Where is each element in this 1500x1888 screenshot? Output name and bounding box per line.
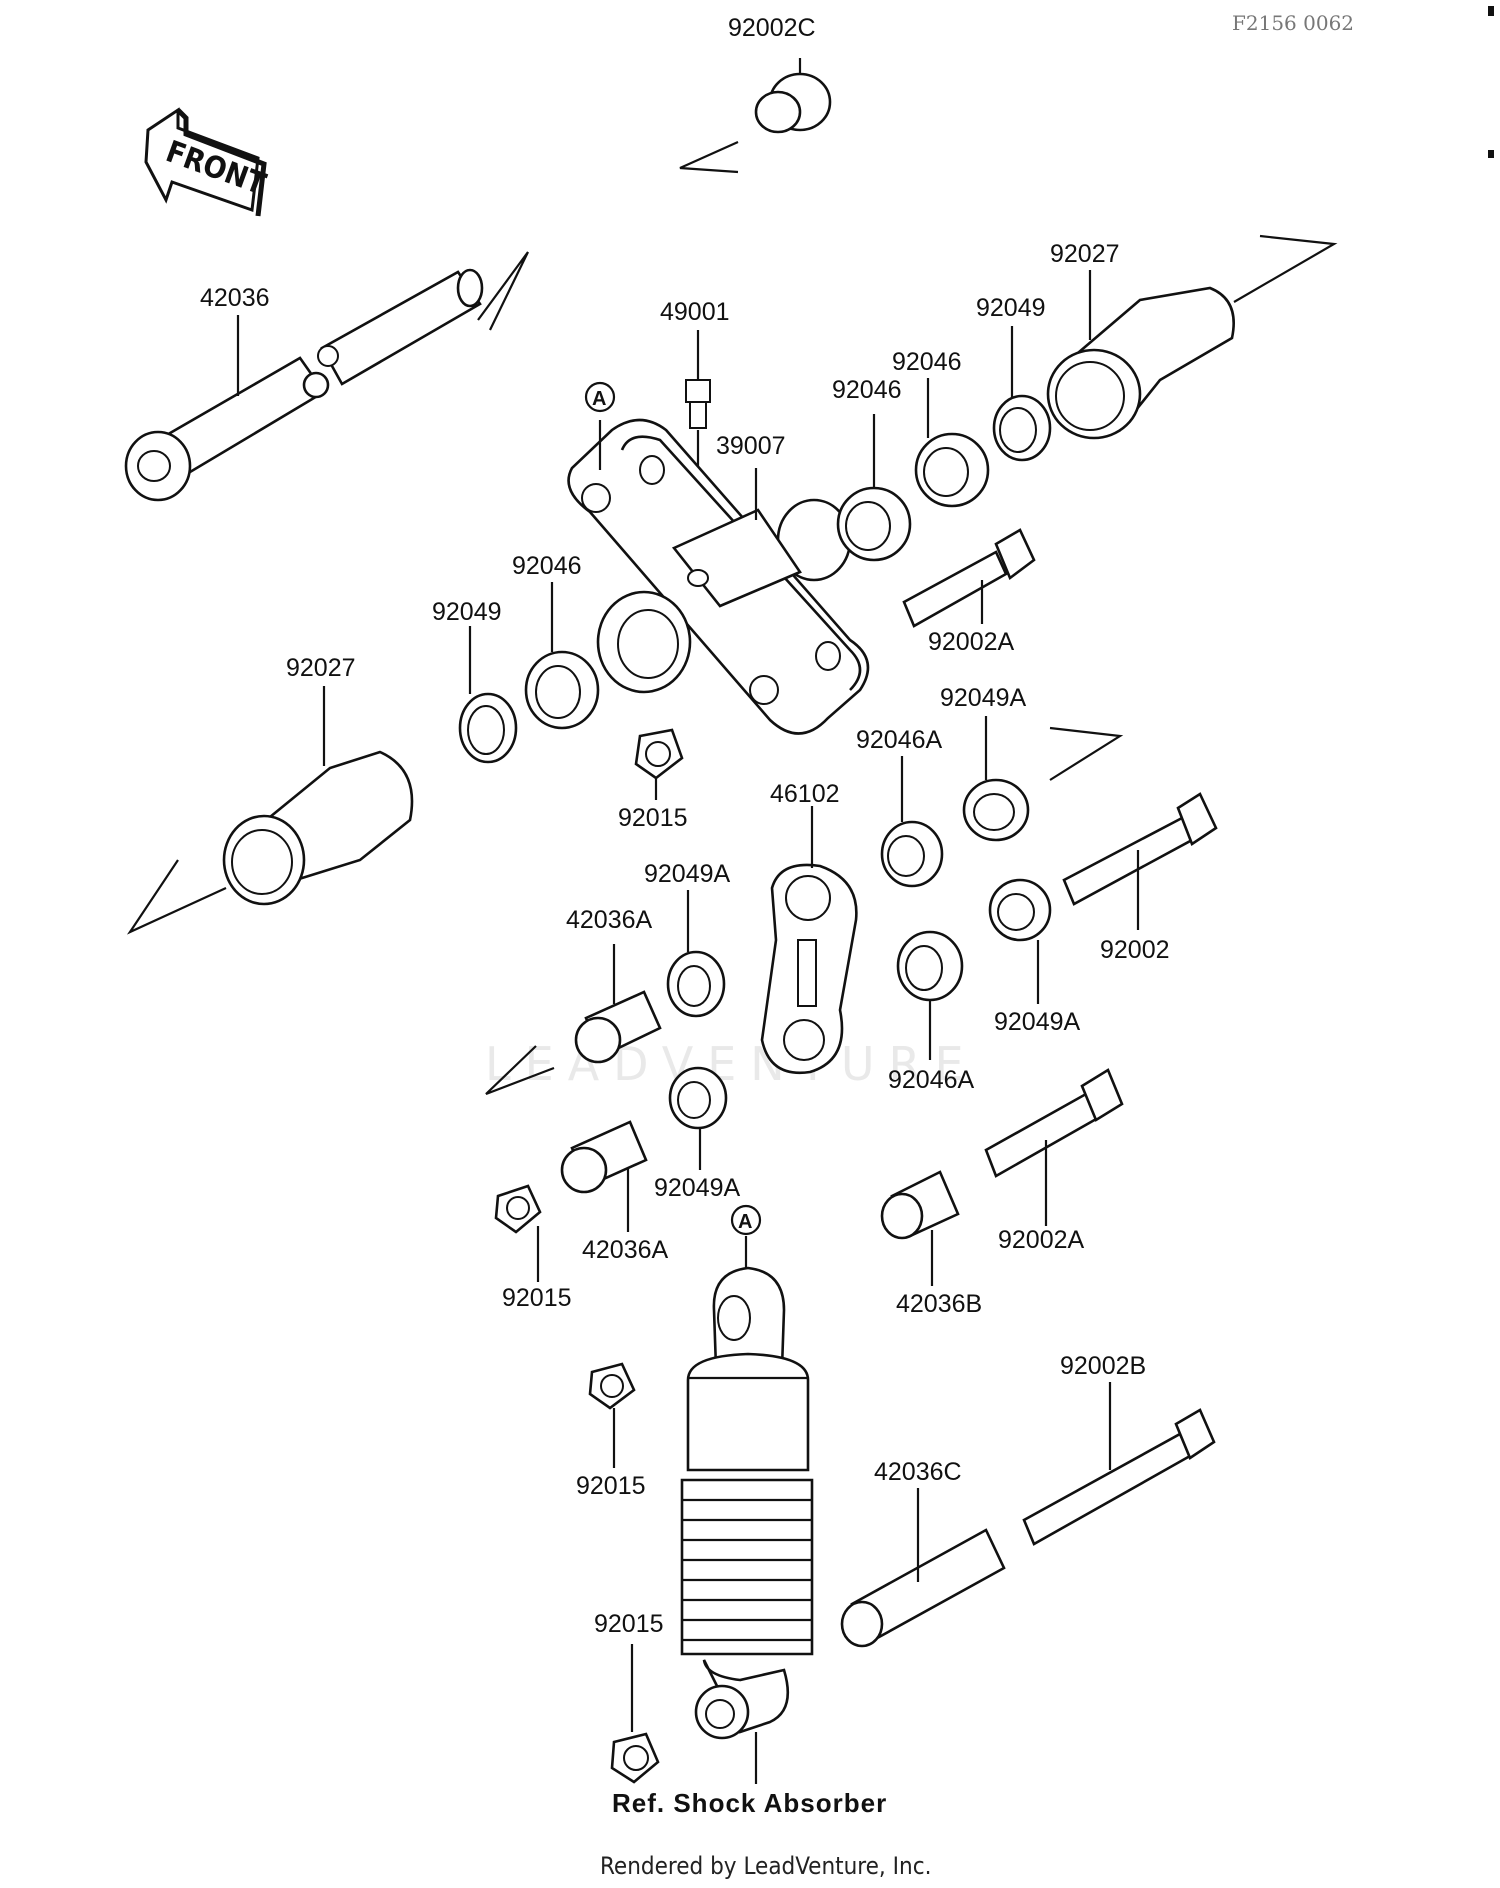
nut-92015-c xyxy=(588,1362,636,1468)
label-42036B: 42036B xyxy=(896,1290,982,1318)
sleeve-42036A-b xyxy=(560,1120,648,1232)
edge-mark xyxy=(1488,150,1494,158)
edge-mark xyxy=(1488,6,1494,16)
label-92015-a: 92015 xyxy=(618,804,688,832)
bearing-92046A-b xyxy=(896,930,964,1060)
label-39007: 39007 xyxy=(716,432,786,460)
seal-92049A-c xyxy=(988,878,1052,1004)
label-92002A-top: 92002A xyxy=(928,628,1015,656)
label-46102: 46102 xyxy=(770,780,840,808)
bearing-92046-left xyxy=(524,582,600,730)
link-46102 xyxy=(760,806,858,1075)
label-92049A-a: 92049A xyxy=(940,684,1027,712)
seal-92049-left xyxy=(458,626,518,764)
label-92027-left: 92027 xyxy=(286,654,356,682)
label-92002C: 92002C xyxy=(728,14,816,42)
reference-shock-absorber: Ref. Shock Absorber xyxy=(612,1788,887,1818)
bearing-92046-r2 xyxy=(914,378,990,508)
shock-absorber xyxy=(680,1236,814,1784)
seal-92049-top xyxy=(992,326,1052,462)
label-92002A-b: 92002A xyxy=(998,1226,1085,1254)
label-92046A-a: 92046A xyxy=(856,726,943,754)
label-92049-top: 92049 xyxy=(976,294,1046,322)
cap-92027-left xyxy=(126,686,414,935)
sleeve-42036A-a xyxy=(485,944,662,1096)
seal-92049A-d xyxy=(668,1066,728,1170)
label-42036A-b: 42036A xyxy=(582,1236,669,1264)
seal-92049A-b xyxy=(666,890,726,1018)
label-92046-r2: 92046 xyxy=(892,348,962,376)
footer-credit: Rendered by LeadVenture, Inc. xyxy=(600,1852,931,1880)
bolt-92002B xyxy=(1022,1382,1216,1546)
label-92002B: 92002B xyxy=(1060,1352,1146,1380)
label-42036A-a: 42036A xyxy=(566,906,653,934)
cap-92027-top xyxy=(1046,234,1338,440)
nut-92015-d xyxy=(610,1644,660,1784)
label-92015-d: 92015 xyxy=(594,1610,664,1638)
sleeve-42036 xyxy=(124,251,529,502)
label-92027-top: 92027 xyxy=(1050,240,1120,268)
label-92046A-b: 92046A xyxy=(888,1066,975,1094)
plug-92002C xyxy=(679,58,832,174)
label-49001: 49001 xyxy=(660,298,730,326)
label-92049A-b: 92049A xyxy=(644,860,731,888)
label-92049A-d: 92049A xyxy=(654,1174,741,1202)
marker-a-top: A xyxy=(584,381,616,413)
label-92049-left: 92049 xyxy=(432,598,502,626)
front-arrow-icon: FRONT xyxy=(144,107,271,217)
watermark-text: LEADVENTURE xyxy=(485,1037,978,1091)
bearing-92046A-a xyxy=(880,756,944,888)
label-92015-c: 92015 xyxy=(576,1472,646,1500)
label-92015-b: 92015 xyxy=(502,1284,572,1312)
label-92046-r1: 92046 xyxy=(832,376,902,404)
diagram-code: F2156 0062 xyxy=(1232,11,1354,35)
sleeve-42036C xyxy=(840,1488,1006,1648)
label-92046-left: 92046 xyxy=(512,552,582,580)
rocker-arm-39007 xyxy=(567,418,870,735)
label-92002: 92002 xyxy=(1100,936,1170,964)
seal-92049A-a xyxy=(962,716,1124,842)
nut-92015-b xyxy=(494,1184,542,1282)
sleeve-42036B xyxy=(880,1170,960,1286)
bolt-92002 xyxy=(1062,792,1218,930)
bearing-92046-r1 xyxy=(836,414,912,562)
svg-text:A: A xyxy=(592,388,606,410)
label-42036: 42036 xyxy=(200,284,270,312)
label-92049A-c: 92049A xyxy=(994,1008,1081,1036)
nut-92015-a xyxy=(634,728,684,800)
label-42036C: 42036C xyxy=(874,1458,962,1486)
svg-text:A: A xyxy=(738,1211,752,1233)
bolt-92002A-b xyxy=(984,1068,1124,1226)
bolt-92002A-top xyxy=(902,528,1036,628)
marker-a-bottom: A xyxy=(730,1204,762,1236)
